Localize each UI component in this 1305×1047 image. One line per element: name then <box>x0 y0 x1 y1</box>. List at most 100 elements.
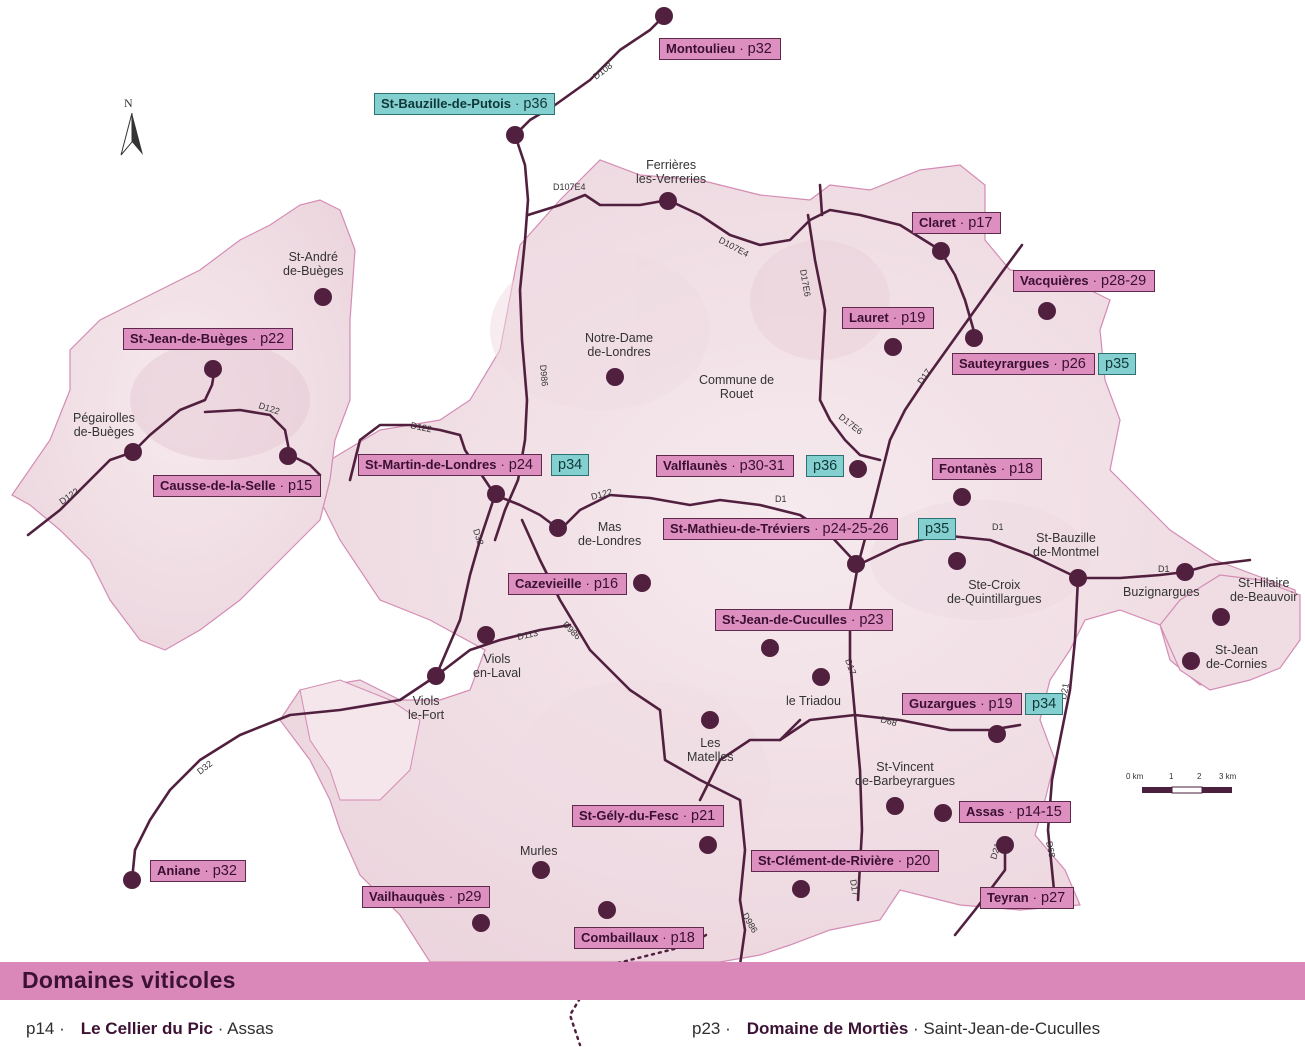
legend-entry[interactable]: p14 · Le Cellier du Pic · Assas <box>26 1019 273 1039</box>
road-d122-londres <box>493 493 860 567</box>
tag-valflaunes[interactable]: Valflaunès·p30-31 <box>656 455 794 477</box>
tag-vacquieres[interactable]: Vacquières·p28-29 <box>1013 270 1156 292</box>
tag-name: St-Mathieu-de-Tréviers <box>670 521 811 536</box>
tag-page: p29 <box>457 889 482 905</box>
marker-sauteyrargues[interactable] <box>965 329 983 347</box>
marker-lauret[interactable] <box>884 338 902 356</box>
marker-murles[interactable] <box>532 861 550 879</box>
tag-page: p18 <box>1009 461 1034 477</box>
tag-page: p27 <box>1041 890 1066 906</box>
marker-st-andre[interactable] <box>314 288 332 306</box>
legend-entry-place: · Assas <box>213 1019 274 1038</box>
tag-page: p21 <box>691 808 716 824</box>
tag-st-mathieu-de-treviers[interactable]: St-Mathieu-de-Tréviers·p24-25-26 <box>663 518 898 540</box>
tag-assas[interactable]: Assas·p14-15 <box>959 801 1071 823</box>
north-arrow-icon <box>120 112 143 156</box>
marker-st-jean-de-cuculles[interactable] <box>761 639 779 657</box>
tag-page: p18 <box>670 930 695 946</box>
tag-st-martin-extra[interactable]: p34 <box>551 454 590 476</box>
tag-lauret[interactable]: Lauret·p19 <box>842 307 935 329</box>
tag-teyran[interactable]: Teyran·p27 <box>980 887 1075 909</box>
marker-vacquieres[interactable] <box>1038 302 1056 320</box>
marker-st-clement[interactable] <box>792 880 810 898</box>
road-d113 <box>434 623 572 678</box>
place-label: Murles <box>520 844 558 858</box>
tag-st-jean-de-cuculles[interactable]: St-Jean-de-Cuculles·p23 <box>715 609 893 631</box>
marker-st-mathieu[interactable] <box>847 555 865 573</box>
marker-montoulieu[interactable] <box>655 7 673 25</box>
marker-assas[interactable] <box>934 804 952 822</box>
road-d122-mid <box>203 408 322 477</box>
marker-st-bauzille-de-putois[interactable] <box>506 126 524 144</box>
marker-viols-en-laval[interactable] <box>477 626 495 644</box>
tag-st-mathieu-extra[interactable]: p35 <box>918 518 957 540</box>
tag-page: p15 <box>287 478 313 494</box>
tag-sauteyrargues[interactable]: Sauteyrargues·p26 <box>952 353 1095 375</box>
marker-guzargues[interactable] <box>988 725 1006 743</box>
marker-claret[interactable] <box>932 242 950 260</box>
marker-notre-dame[interactable] <box>606 368 624 386</box>
tag-claret[interactable]: Claret·p17 <box>912 212 1002 234</box>
tag-st-clement-de-riviere[interactable]: St-Clément-de-Rivière·p20 <box>751 850 940 872</box>
marker-cazevieille[interactable] <box>633 574 651 592</box>
tag-sauteyrargues-extra[interactable]: p35 <box>1098 353 1137 375</box>
tag-st-bauzille-de-putois[interactable]: St-Bauzille-de-Putois·p36 <box>374 93 555 115</box>
tag-vailhauques[interactable]: Vailhauquès·p29 <box>362 886 491 908</box>
marker-st-martin[interactable] <box>487 485 505 503</box>
marker-st-hilaire[interactable] <box>1212 608 1230 626</box>
marker-pegairolles[interactable] <box>124 443 142 461</box>
tag-cazevieille[interactable]: Cazevieille·p16 <box>508 573 628 595</box>
tag-aniane[interactable]: Aniane·p32 <box>150 860 246 882</box>
tag-valflaunes-extra[interactable]: p36 <box>806 455 845 477</box>
tag-page: p23 <box>859 612 884 628</box>
marker-valflaunes[interactable] <box>849 460 867 478</box>
marker-combaillaux[interactable] <box>598 901 616 919</box>
tag-combaillaux[interactable]: Combaillaux·p18 <box>574 927 704 949</box>
tag-st-jean-de-bueges[interactable]: St-Jean-de-Buèges·p22 <box>123 328 294 350</box>
legend-entry[interactable]: p23 ·Domaine de Mortiès · Saint-Jean-de-… <box>692 1019 1100 1039</box>
marker-aniane[interactable] <box>123 871 141 889</box>
marker-st-vincent[interactable] <box>886 797 904 815</box>
road-label: D122 <box>410 420 433 434</box>
legend-entry-name: Le Cellier du Pic <box>80 1019 214 1038</box>
scale-label: 2 <box>1197 772 1202 781</box>
road-label: D113 <box>516 628 538 642</box>
marker-ferrieres[interactable] <box>659 192 677 210</box>
marker-st-bauzille-de-montmel[interactable] <box>1069 569 1087 587</box>
marker-mas-de-londres[interactable] <box>549 519 567 537</box>
marker-st-jean-de-cornies[interactable] <box>1182 652 1200 670</box>
marker-st-jean-de-bueges[interactable] <box>204 360 222 378</box>
tag-st-gely-du-fesc[interactable]: St-Gély-du-Fesc·p21 <box>572 805 725 827</box>
tag-name: Montoulieu <box>666 41 736 56</box>
marker-buzignargues[interactable] <box>1176 563 1194 581</box>
marker-triadou[interactable] <box>812 668 830 686</box>
tag-guzargues-extra[interactable]: p34 <box>1025 693 1064 715</box>
marker-matelles[interactable] <box>701 711 719 729</box>
tag-guzargues[interactable]: Guzargues·p19 <box>902 693 1022 715</box>
legend-entry-page: p14 · <box>26 1019 65 1038</box>
tag-causse-de-la-selle[interactable]: Causse-de-la-Selle·p15 <box>153 475 322 497</box>
tag-fontanes[interactable]: Fontanès·p18 <box>932 458 1043 480</box>
marker-viols-le-fort[interactable] <box>427 667 445 685</box>
marker-st-gely[interactable] <box>699 836 717 854</box>
marker-causse[interactable] <box>279 447 297 465</box>
marker-teyran[interactable] <box>996 836 1014 854</box>
compass-letter: N <box>124 96 133 110</box>
road-d17-north <box>856 243 1024 567</box>
tag-montoulieu[interactable]: Montoulieu·p32 <box>659 38 781 60</box>
tag-page: p17 <box>968 215 993 231</box>
road-label: D1 <box>992 522 1004 532</box>
road-label: D1 <box>1158 564 1170 574</box>
marker-fontanes[interactable] <box>953 488 971 506</box>
tag-name: Aniane <box>157 863 201 878</box>
tag-name: St-Clément-de-Rivière <box>758 853 894 868</box>
scale-bar <box>1142 786 1232 794</box>
tag-name: Vacquières <box>1020 273 1089 288</box>
tag-st-martin-de-londres[interactable]: St-Martin-de-Londres·p24 <box>358 454 542 476</box>
marker-vailhauques[interactable] <box>472 914 490 932</box>
marker-ste-croix[interactable] <box>948 552 966 570</box>
tag-name: Cazevieille <box>515 576 582 591</box>
